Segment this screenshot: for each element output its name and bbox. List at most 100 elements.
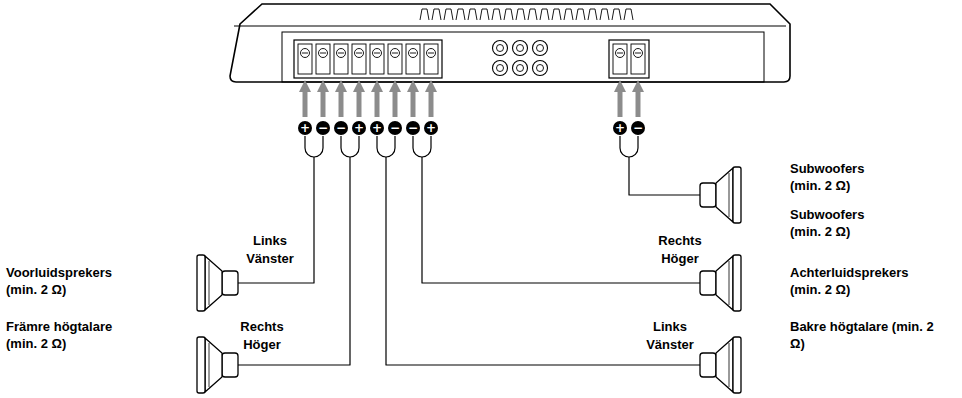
rca-jack [533, 41, 548, 56]
terminal-screw [319, 49, 328, 58]
polarity-symbol: − [334, 121, 348, 135]
speaker-cone-line [729, 261, 730, 305]
polarity-symbol: + [613, 121, 627, 135]
terminal-screw-slot [302, 53, 308, 54]
heatsink-fin [468, 9, 477, 20]
terminal-screw [355, 49, 364, 58]
wire-loop [305, 136, 323, 157]
rca-jack-center [517, 45, 524, 52]
wire-loop [620, 136, 638, 157]
speaker-wire [422, 157, 700, 283]
heatsink-fin [432, 9, 441, 20]
terminal-screw [427, 49, 436, 58]
speaker-rim [197, 337, 205, 393]
terminal-screw-slot [428, 53, 434, 54]
terminal [352, 44, 366, 74]
speaker-wire [238, 157, 314, 283]
terminal [370, 44, 384, 74]
insert-arrowhead [407, 80, 419, 92]
polarity-symbol: − [316, 121, 330, 135]
terminal [388, 44, 402, 74]
rca-jack-center [517, 65, 524, 72]
terminal [424, 44, 438, 74]
amplifier-edge [234, 25, 786, 26]
terminal [631, 44, 645, 74]
insert-arrowhead [632, 80, 644, 92]
speaker-cone-line [729, 343, 730, 387]
channel-label: Vänster [640, 336, 700, 353]
terminal-screw [373, 49, 382, 58]
insert-arrow [393, 90, 398, 117]
channel-label: Links [640, 318, 700, 335]
insert-arrowhead [299, 80, 311, 92]
speaker-cone [205, 338, 222, 392]
wire-loop [413, 136, 431, 157]
rca-jack [493, 61, 508, 76]
speaker-group-label: Subwoofers (min. 2 Ω) [790, 206, 890, 240]
channel-label: Höger [650, 250, 710, 267]
speaker [197, 255, 238, 311]
heatsink-fin [588, 9, 597, 20]
speaker-magnet [700, 271, 716, 295]
terminal-screw [301, 49, 310, 58]
insert-arrow [375, 90, 380, 117]
heatsink-fin [576, 9, 585, 20]
speaker-wire [386, 157, 700, 365]
heatsink-fin [492, 9, 501, 20]
channel-label: Vänster [240, 250, 300, 267]
terminal-screw [634, 49, 643, 58]
terminal-screw-slot [392, 53, 398, 54]
insert-arrowhead [371, 80, 383, 92]
heatsink-fin [552, 9, 561, 20]
terminal [613, 44, 627, 74]
heatsink-fin [600, 9, 609, 20]
speaker-magnet [222, 271, 238, 295]
heatsink-fin [624, 9, 633, 20]
heatsink-fin [516, 9, 525, 20]
speaker-cone [716, 338, 733, 392]
speaker-group-label: Främre högtalare (min. 2 Ω) [6, 318, 136, 352]
rca-jack-center [497, 65, 504, 72]
insert-arrow [357, 90, 362, 117]
heatsink-fin [420, 9, 429, 20]
speaker [700, 337, 741, 393]
polarity-symbol: + [370, 121, 384, 135]
terminal-screw-slot [320, 53, 326, 54]
heatsink-fin [480, 9, 489, 20]
speaker-cone [716, 168, 733, 222]
terminal-screw [391, 49, 400, 58]
speaker-cone [205, 256, 222, 310]
terminal-screw-slot [356, 53, 362, 54]
speaker-magnet [700, 183, 716, 207]
insert-arrow [429, 90, 434, 117]
rca-jack [533, 61, 548, 76]
speaker [700, 167, 741, 223]
front-panel [282, 32, 764, 82]
terminal-block [294, 40, 442, 78]
insert-arrowhead [389, 80, 401, 92]
speaker-group-label: Achterluidsprekers (min. 2 Ω) [790, 264, 940, 298]
terminal [406, 44, 420, 74]
rca-jack [493, 41, 508, 56]
insert-arrowhead [335, 80, 347, 92]
speaker-cone-line [209, 343, 210, 387]
speaker-wire [629, 157, 700, 195]
speaker-magnet [700, 353, 716, 377]
amplifier-body [230, 4, 790, 82]
channel-label: Rechts [650, 232, 710, 249]
insert-arrow [321, 90, 326, 117]
terminal-screw-slot [374, 53, 380, 54]
wire-loop [341, 136, 359, 157]
insert-arrow [636, 90, 641, 117]
heatsink-fin [504, 9, 513, 20]
speaker-group-label: Subwoofers (min. 2 Ω) [790, 160, 890, 194]
speaker-group-label: Voorluidsprekers (min. 2 Ω) [6, 264, 136, 298]
terminal [298, 44, 312, 74]
speaker-cone-line [729, 173, 730, 217]
channel-label: Höger [232, 336, 292, 353]
insert-arrow [618, 90, 623, 117]
terminal [334, 44, 348, 74]
rca-jack-center [537, 45, 544, 52]
